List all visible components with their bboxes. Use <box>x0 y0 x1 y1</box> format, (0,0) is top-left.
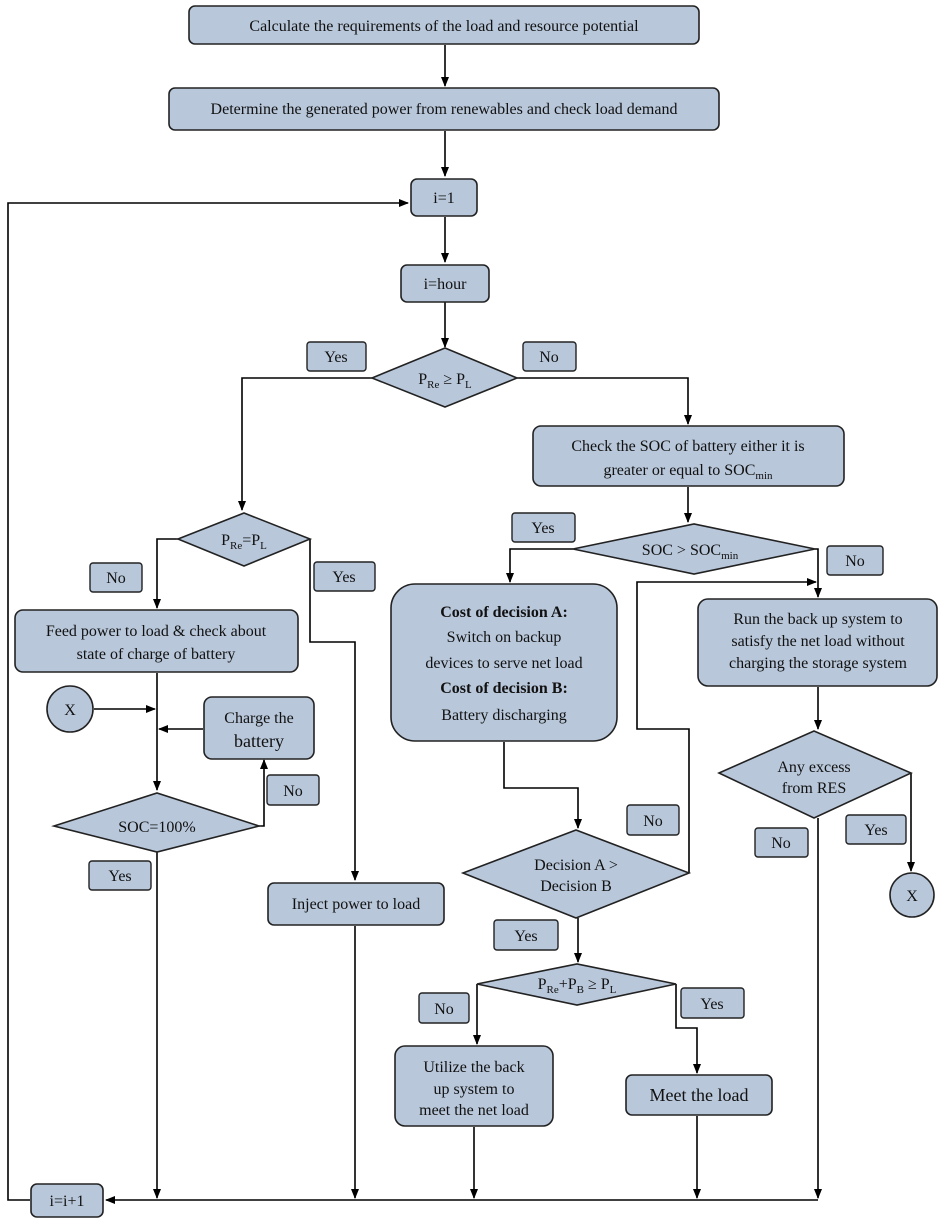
label-no-1: No <box>522 341 577 372</box>
node-cost-a-title: Cost of decision A: <box>440 604 568 621</box>
decision-soc-gt-socmin-text: SOC > SOCmin <box>642 542 739 562</box>
decision-pre-eq-pl: PRe=PL <box>175 512 313 567</box>
connector-x-left-text: X <box>64 702 76 719</box>
node-check-soc-line2: greater or equal to SOCmin <box>603 462 773 482</box>
node-i1-text: i=1 <box>433 190 454 207</box>
label-no-5: No <box>626 804 680 836</box>
svg-text:No: No <box>106 570 126 587</box>
decision-ab: Decision A > Decision B <box>460 829 692 919</box>
svg-text:Yes: Yes <box>864 822 887 839</box>
connectors <box>7 45 915 1204</box>
node-check-soc: Check the SOC of battery either it is gr… <box>532 425 845 487</box>
label-yes-7: Yes <box>493 919 559 951</box>
node-charge-line2: battery <box>234 731 284 751</box>
node-backup-run-line2: satisfy the net load without <box>731 633 905 650</box>
decision-pre-ge-pl-text: PRe ≥ PL <box>418 371 472 391</box>
svg-text:No: No <box>539 349 559 366</box>
node-meet-load: Meet the load <box>625 1074 773 1116</box>
node-backup-run: Run the back up system to satisfy the ne… <box>697 598 938 687</box>
node-feed: Feed power to load & check about state o… <box>14 609 299 673</box>
svg-text:Yes: Yes <box>324 349 347 366</box>
node-ihour: i=hour <box>400 264 490 303</box>
node-utilize-line1: Utilize the back <box>423 1059 524 1076</box>
decision-soc-gt-socmin: SOC > SOCmin <box>572 523 816 575</box>
node-charge-battery: Charge the battery <box>203 696 315 760</box>
connector-x-left: X <box>46 685 94 733</box>
decision-soc100: SOC=100% <box>51 792 262 853</box>
svg-text:Yes: Yes <box>514 928 537 945</box>
label-yes-3: Yes <box>511 512 576 543</box>
decision-excess: Any excess from RES <box>717 730 913 819</box>
node-utilize-line2: up system to <box>434 1081 515 1098</box>
node-i-increment-text: i=i+1 <box>50 1193 85 1210</box>
node-feed-line1: Feed power to load & check about <box>46 623 267 640</box>
decision-excess-line2: from RES <box>782 780 846 797</box>
decision-soc100-text: SOC=100% <box>118 819 195 836</box>
node-utilize-backup: Utilize the back up system to meet the n… <box>394 1045 554 1127</box>
node-feed-line2: state of charge of battery <box>77 646 236 663</box>
node-cost-b1: Battery discharging <box>441 707 566 724</box>
svg-text:No: No <box>643 813 663 830</box>
node-cost-a2: devices to serve net load <box>425 655 582 672</box>
decision-pre-eq-pl-text: PRe=PL <box>221 532 267 552</box>
node-i1: i=1 <box>410 178 478 217</box>
node-determine-text: Determine the generated power from renew… <box>211 101 678 118</box>
decision-ab-line2: Decision B <box>540 878 612 895</box>
node-calc: Calculate the requirements of the load a… <box>188 5 700 45</box>
label-yes-4: Yes <box>88 860 152 891</box>
node-cost-a1: Switch on backup <box>447 629 562 646</box>
label-no-8: No <box>418 992 470 1024</box>
connector-x-right-text: X <box>906 888 918 905</box>
decision-pre-pb-ge-pl-text: PRe+PB ≥ PL <box>538 976 617 996</box>
node-inject-text: Inject power to load <box>292 896 420 913</box>
svg-text:Yes: Yes <box>700 996 723 1013</box>
node-backup-run-line1: Run the back up system to <box>733 611 902 628</box>
connector-x-right: X <box>889 872 935 918</box>
node-check-soc-line1: Check the SOC of battery either it is <box>571 438 804 455</box>
label-yes-8: Yes <box>680 987 745 1019</box>
node-meet-load-text: Meet the load <box>650 1085 749 1105</box>
label-no-3: No <box>826 545 884 576</box>
node-inject: Inject power to load <box>267 882 445 926</box>
svg-text:Yes: Yes <box>332 569 355 586</box>
svg-text:Yes: Yes <box>108 868 131 885</box>
svg-text:No: No <box>283 783 303 800</box>
node-cost-b-title: Cost of decision B: <box>440 680 568 697</box>
label-no-2: No <box>89 562 143 593</box>
branch-labels: Yes No No Yes Yes No No Yes No No Yes Ye… <box>88 341 907 1024</box>
node-backup-run-line3: charging the storage system <box>729 655 907 672</box>
label-no-4: No <box>266 774 320 806</box>
label-yes-1: Yes <box>306 341 367 372</box>
node-calc-text: Calculate the requirements of the load a… <box>249 18 639 35</box>
label-yes-6: Yes <box>845 814 907 845</box>
svg-text:No: No <box>434 1001 454 1018</box>
decision-pre-ge-pl: PRe ≥ PL <box>369 347 520 408</box>
decision-ab-line1: Decision A > <box>534 857 618 874</box>
svg-text:No: No <box>845 553 865 570</box>
node-charge-line1: Charge the <box>224 710 293 727</box>
node-i-increment: i=i+1 <box>30 1183 104 1218</box>
svg-text:No: No <box>771 835 791 852</box>
decision-excess-line1: Any excess <box>777 759 850 776</box>
node-cost: Cost of decision A: Switch on backup dev… <box>390 583 618 742</box>
decision-pre-pb-ge-pl: PRe+PB ≥ PL <box>476 963 677 1006</box>
svg-text:Yes: Yes <box>531 520 554 537</box>
node-ihour-text: i=hour <box>424 276 467 293</box>
label-no-6: No <box>754 827 809 858</box>
node-utilize-line3: meet the net load <box>419 1102 529 1119</box>
label-yes-2: Yes <box>313 561 376 592</box>
node-determine: Determine the generated power from renew… <box>168 87 720 131</box>
